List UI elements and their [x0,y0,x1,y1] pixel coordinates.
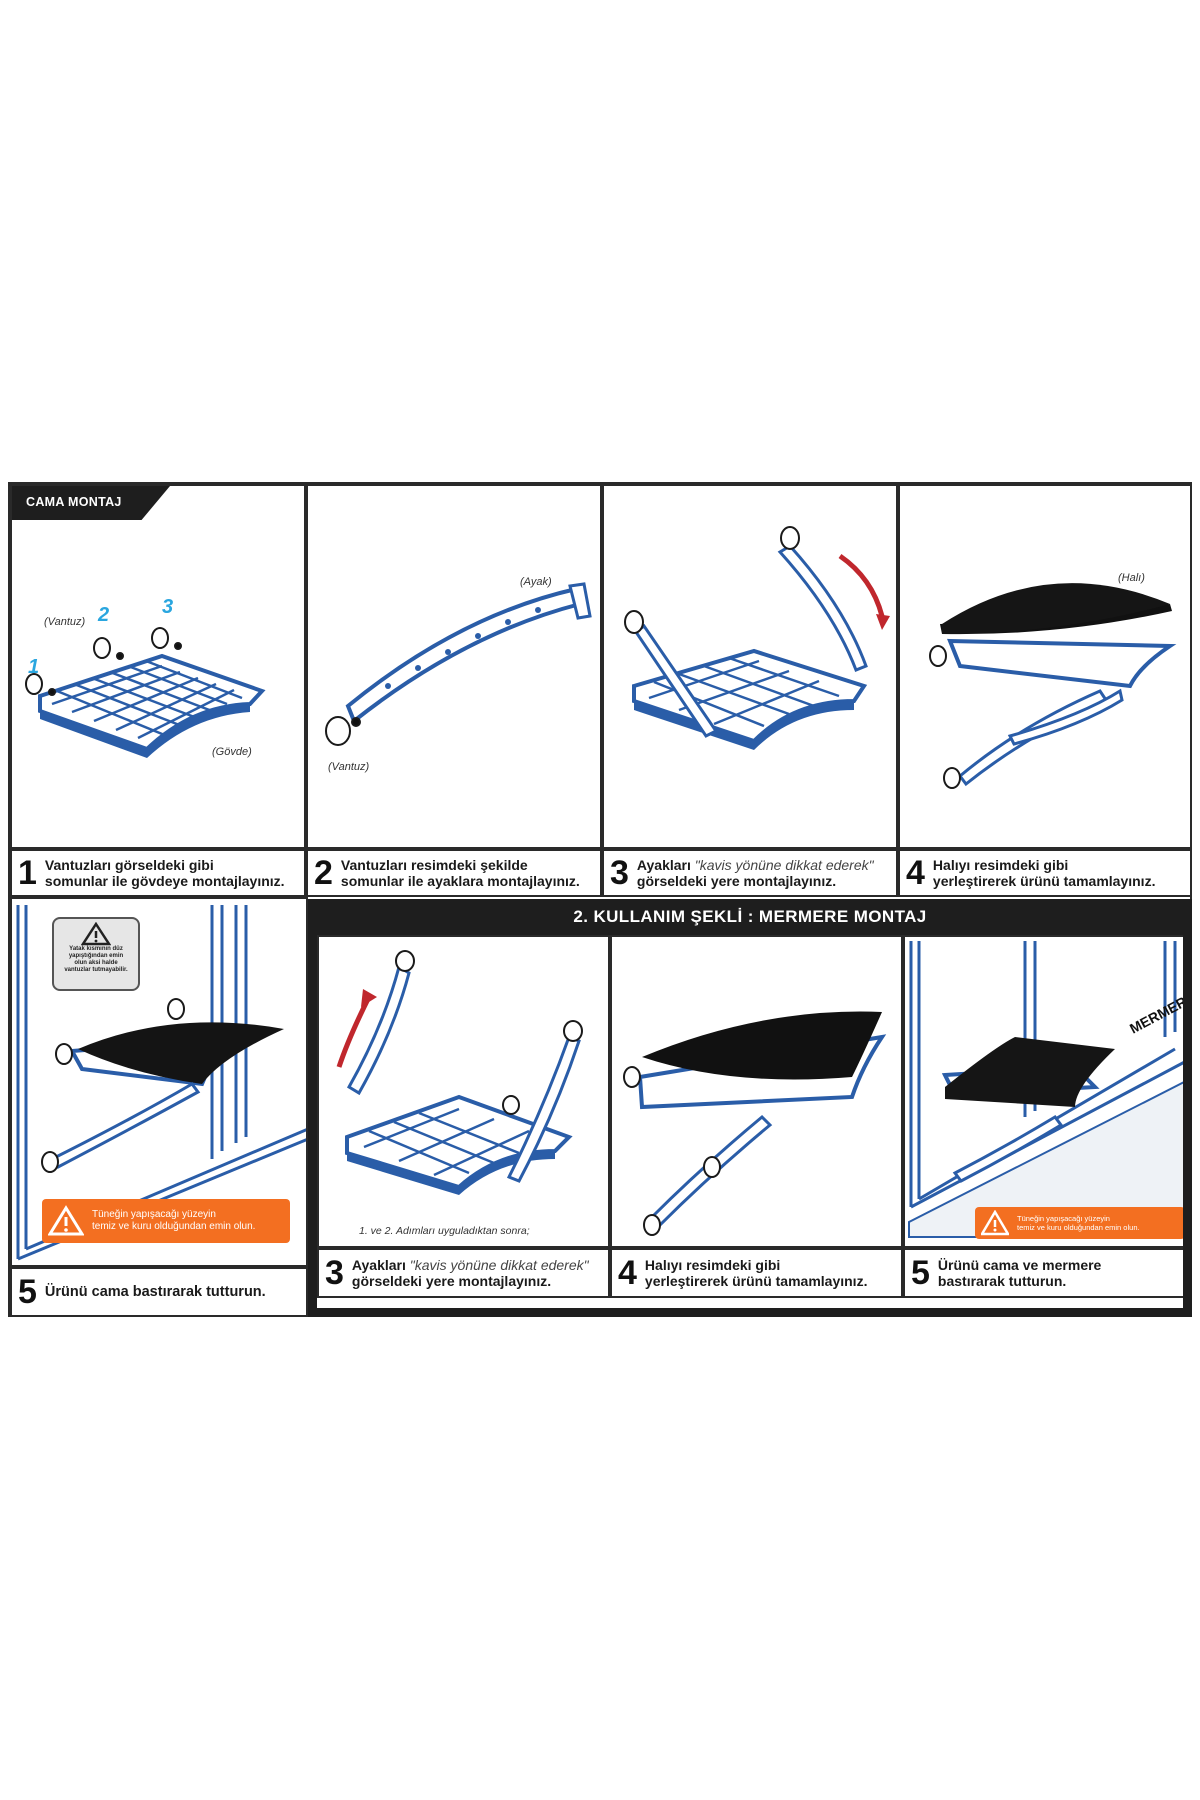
step-text-line2: somunlar ile ayaklara montajlayınız. [340,873,580,889]
step-text-emphasis: "kavis yönüne dikkat ederek" [694,857,874,873]
footnote-text: 1. ve 2. Adımları uyguladıktan sonra; [359,1225,530,1237]
label-govde: (Gövde) [212,746,252,758]
step-number: 1 [18,854,37,892]
step-text-line1: Halıyı resimdeki gibi [644,1257,781,1273]
panel-marble-step3: 1. ve 2. Adımları uyguladıktan sonra; [317,935,610,1248]
step-number: 3 [325,1254,344,1292]
label-hali: (Halı) [1118,572,1145,584]
step4-illustration [929,583,1177,789]
panel-step1: CAMA MONTAJ (Vantuz) 1 2 3 (Gövde) [10,484,306,849]
step-text-line1: Halıyı resimdeki gibi [932,857,1069,873]
step-text-line2: yerleştirerek ürünü tamamlayınız. [644,1273,868,1289]
step-text-line1: Ürünü cama bastırarak tutturun. [44,1284,266,1300]
label-n3: 3 [162,596,174,618]
instruction-sheet: CAMA MONTAJ (Vantuz) 1 2 3 (Gövde) [8,482,1192,1317]
step-text-line2: yerleştirerek ürünü tamamlayınız. [932,873,1156,889]
step-number: 2 [314,854,333,892]
step3-illustration [624,526,890,750]
panel-marble-step4 [610,935,903,1248]
label-vantuz: (Vantuz) [44,616,86,628]
step-text-emphasis: "kavis yönüne dikkat ederek" [409,1257,589,1273]
step-text-line1: Ürünü cama ve mermere [937,1257,1102,1273]
step-text-line2: bastırarak tutturun. [937,1273,1067,1289]
step-number: 3 [610,854,629,892]
step-text-line1: Ayakları [351,1257,410,1273]
warning-triangle-icon [48,1205,84,1236]
caption-marble-step3: 3 Ayakları "kavis yönüne dikkat ederek"g… [317,1248,610,1298]
warning-triangle-icon [981,1210,1009,1236]
panel-step3 [602,484,898,849]
step5-glass-illustration [16,905,306,1261]
section-banner-mermer: 2. KULLANIM ŞEKLİ : MERMERE MONTAJ [308,899,1192,935]
step-text-line1: Vantuzları resimdeki şekilde [340,857,528,873]
step-text-line1: Vantuzları görseldeki gibi [44,857,214,873]
label-n1: 1 [28,656,40,678]
warning-triangle-icon [81,922,111,946]
marble-step5-illustration [908,941,1190,1238]
panel-step2: (Ayak) (Vantuz) [306,484,602,849]
step-text-line1: Ayakları [636,857,695,873]
section-tag-cama-montaj: CAMA MONTAJ [12,486,170,520]
step-number: 4 [906,854,925,892]
step1-illustration [25,627,266,758]
step-number: 5 [911,1254,930,1292]
step2-illustration [325,582,592,746]
marble-step4-illustration [623,1011,887,1236]
step-number: 5 [18,1273,37,1311]
caption-step3: 3 Ayakları "kavis yönüne dikkat ederek"g… [602,849,898,897]
marble-step3-illustration [336,950,583,1195]
step-text-line2: görseldeki yere montajlayınız. [636,873,837,889]
label-n2: 2 [98,604,110,626]
step-text-line2: somunlar ile gövdeye montajlayınız. [44,873,285,889]
label-vantuz-2: (Vantuz) [328,761,370,773]
label-ayak: (Ayak) [520,576,552,588]
panel-step4: (Halı) [898,484,1192,849]
caption-step5-glass: 5 Ürünü cama bastırarak tutturun. [10,1267,308,1317]
step-number: 4 [618,1254,637,1292]
step-text-line2: görseldeki yere montajlayınız. [351,1273,552,1289]
